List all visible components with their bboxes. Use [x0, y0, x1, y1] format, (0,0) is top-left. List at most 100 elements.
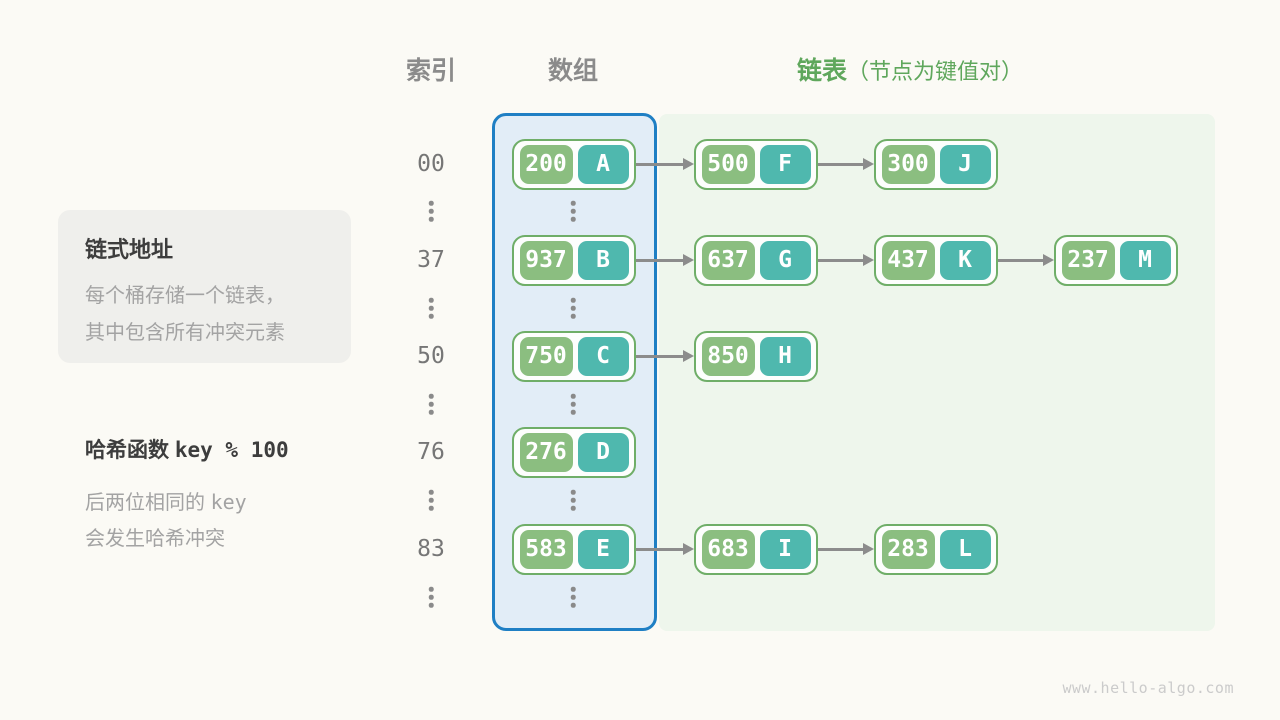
- vertical-ellipsis: [570, 393, 576, 415]
- arrowhead-icon: [1043, 254, 1054, 266]
- arrow-shaft: [818, 258, 866, 262]
- value-cell: C: [577, 336, 629, 376]
- key-cell: 300: [881, 144, 935, 184]
- vertical-ellipsis: [570, 297, 576, 319]
- ellipsis-dot: [570, 200, 576, 206]
- arrowhead-icon: [863, 158, 874, 170]
- chaining-info-card: 链式地址 每个桶存储一个链表， 其中包含所有冲突元素: [58, 210, 351, 363]
- info-card-line-2: 其中包含所有冲突元素: [85, 322, 285, 344]
- linked-list-label: 链表: [797, 57, 848, 85]
- index-label: 00: [417, 151, 445, 177]
- hash-function-code: key % 100: [174, 438, 289, 462]
- key-cell: 683: [701, 529, 755, 569]
- key-cell: 276: [519, 432, 573, 472]
- ellipsis-dot: [428, 297, 434, 303]
- index-label: 37: [417, 247, 445, 273]
- arrowhead-icon: [683, 543, 694, 555]
- arrow-connector: [998, 254, 1054, 266]
- ellipsis-dot: [428, 497, 434, 503]
- index-label: 50: [417, 343, 445, 369]
- ellipsis-dot: [428, 505, 434, 511]
- arrow-shaft: [636, 354, 686, 358]
- vertical-ellipsis: [428, 200, 434, 222]
- arrowhead-icon: [863, 254, 874, 266]
- ellipsis-dot: [570, 602, 576, 608]
- key-cell: 283: [881, 529, 935, 569]
- vertical-ellipsis: [428, 586, 434, 608]
- key-cell: 500: [701, 144, 755, 184]
- arrow-connector: [818, 158, 874, 170]
- ellipsis-dot: [570, 305, 576, 311]
- arrow-connector: [636, 158, 694, 170]
- vertical-ellipsis: [570, 489, 576, 511]
- arrow-shaft: [636, 162, 686, 166]
- hash-function-label: 哈希函数: [85, 439, 169, 462]
- value-cell: H: [759, 336, 811, 376]
- linked-list-column-header: 链表（节点为键值对）: [797, 56, 1023, 86]
- vertical-ellipsis: [428, 489, 434, 511]
- hash-function-note: 哈希函数 key % 100 后两位相同的 key 会发生哈希冲突: [85, 434, 289, 557]
- key-cell: 937: [519, 240, 573, 280]
- ellipsis-dot: [428, 586, 434, 592]
- ellipsis-dot: [570, 586, 576, 592]
- value-cell: K: [939, 240, 991, 280]
- ellipsis-dot: [570, 313, 576, 319]
- ellipsis-dot: [570, 208, 576, 214]
- value-cell: F: [759, 144, 811, 184]
- index-label: 76: [417, 439, 445, 465]
- arrow-shaft: [636, 258, 686, 262]
- ellipsis-dot: [570, 393, 576, 399]
- info-card-title: 链式地址: [85, 237, 174, 262]
- value-cell: D: [577, 432, 629, 472]
- ellipsis-dot: [428, 602, 434, 608]
- key-cell: 237: [1061, 240, 1115, 280]
- ellipsis-dot: [428, 393, 434, 399]
- arrow-connector: [636, 350, 694, 362]
- ellipsis-dot: [570, 409, 576, 415]
- value-cell: E: [577, 529, 629, 569]
- arrow-shaft: [818, 162, 866, 166]
- ellipsis-dot: [428, 409, 434, 415]
- hash-note-line-1: 后两位相同的 key: [85, 484, 289, 521]
- ellipsis-dot: [570, 505, 576, 511]
- watermark: www.hello-algo.com: [1062, 679, 1234, 697]
- hash-note-line-1-code: key: [210, 490, 247, 514]
- hash-function-title: 哈希函数 key % 100: [85, 434, 289, 464]
- vertical-ellipsis: [570, 200, 576, 222]
- key-cell: 750: [519, 336, 573, 376]
- arrow-shaft: [636, 547, 686, 551]
- vertical-ellipsis: [570, 586, 576, 608]
- ellipsis-dot: [428, 489, 434, 495]
- value-cell: L: [939, 529, 991, 569]
- arrowhead-icon: [863, 543, 874, 555]
- ellipsis-dot: [428, 208, 434, 214]
- value-cell: B: [577, 240, 629, 280]
- arrow-connector: [636, 254, 694, 266]
- array-column-header: 数组: [547, 57, 599, 85]
- ellipsis-dot: [570, 489, 576, 495]
- arrowhead-icon: [683, 254, 694, 266]
- vertical-ellipsis: [428, 297, 434, 319]
- ellipsis-dot: [428, 594, 434, 600]
- arrow-connector: [818, 254, 874, 266]
- hash-note-line-1-text: 后两位相同的: [85, 492, 205, 514]
- value-cell: M: [1119, 240, 1171, 280]
- arrow-shaft: [998, 258, 1046, 262]
- ellipsis-dot: [428, 401, 434, 407]
- vertical-ellipsis: [428, 393, 434, 415]
- linked-list-note: （节点为键值对）: [847, 59, 1024, 84]
- arrow-shaft: [818, 547, 866, 551]
